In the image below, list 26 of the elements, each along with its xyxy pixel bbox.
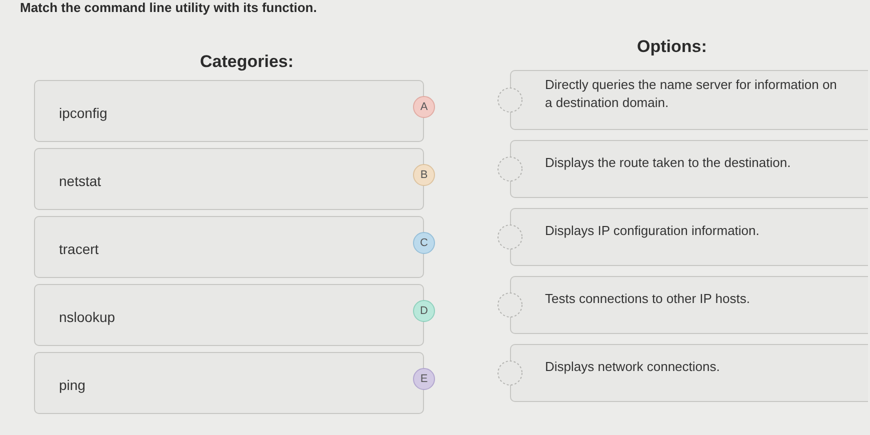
option-card	[510, 140, 868, 198]
letter-badge: A	[413, 96, 435, 118]
function-description: Displays the route taken to the destination.	[545, 154, 791, 172]
dashed-ring-icon	[497, 156, 523, 182]
option-card	[510, 208, 868, 266]
utility-name: nslookup	[59, 309, 116, 325]
function-description: Displays IP configuration information.	[545, 222, 760, 240]
dashed-ring-icon	[497, 360, 523, 386]
column-heading: Categories:	[200, 52, 294, 72]
option-card	[510, 344, 868, 402]
dashed-ring-icon	[497, 87, 523, 113]
letter-badge: B	[413, 164, 435, 186]
column-heading: Options:	[637, 37, 707, 57]
dashed-ring-icon	[497, 224, 523, 250]
letter-badge: E	[413, 368, 435, 390]
function-description: Displays network connections.	[545, 358, 720, 376]
utility-name: ipconfig	[59, 105, 108, 121]
utility-name: tracert	[59, 241, 99, 257]
function-description: Tests connections to other IP hosts.	[545, 290, 750, 308]
dashed-ring-icon	[497, 292, 523, 318]
utility-name: ping	[59, 377, 86, 393]
option-card	[510, 70, 868, 130]
question-text: Match the command line utility with its function.	[20, 0, 317, 15]
option-card	[510, 276, 868, 334]
utility-name: netstat	[59, 173, 102, 189]
function-description: Directly queries the name server for information on a destination domain.	[545, 76, 838, 112]
